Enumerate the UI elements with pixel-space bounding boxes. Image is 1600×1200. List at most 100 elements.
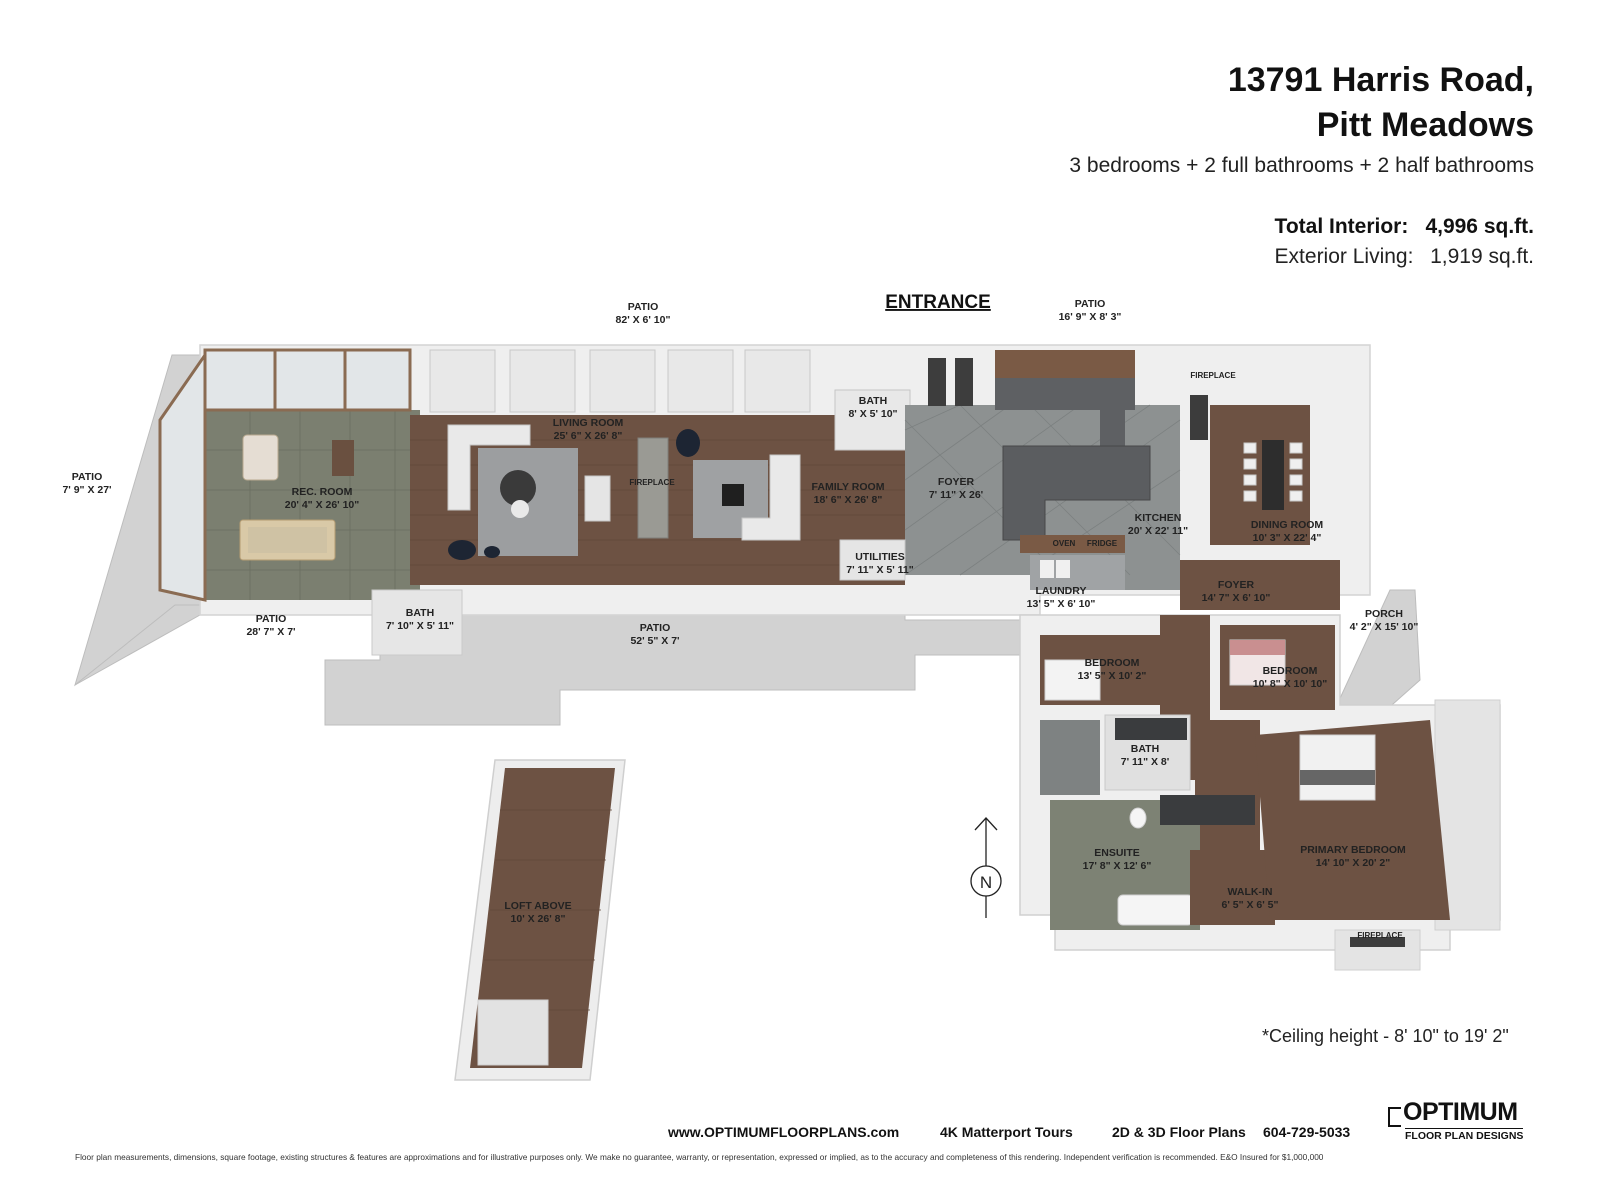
utilities-dim: 7' 11" X 5' 11" [846, 564, 914, 576]
compass-circle [970, 865, 1002, 897]
listing-header: 13791 Harris Road, Pitt Meadows 3 bedroo… [1069, 58, 1534, 178]
interior-value: 4,996 sq.ft. [1425, 215, 1534, 238]
walk-in-dim: 6' 5" X 6' 5" [1222, 899, 1279, 911]
loft-dim: 10' X 26' 8" [511, 913, 566, 925]
side-table [511, 500, 529, 518]
entry-door-left [928, 358, 946, 406]
kitchen-dim: 20' X 22' 11" [1128, 525, 1188, 537]
interior-row: Total Interior: 4,996 sq.ft. [1275, 212, 1534, 242]
lounge-chair [448, 540, 476, 560]
logo-tagline: FLOOR PLAN DESIGNS [1405, 1128, 1524, 1142]
loft-desk-area [477, 999, 549, 1066]
primary-bed [1299, 734, 1376, 801]
entrance-label: ENTRANCE [885, 292, 991, 313]
compass-arrow-icon [974, 817, 998, 831]
north-doors [429, 349, 811, 413]
interior-label: Total Interior: [1274, 215, 1409, 238]
foyer-east-name: FOYER [1218, 579, 1255, 591]
compass-n-label: N [980, 873, 992, 892]
fireplace-label-living: FIREPLACE [629, 478, 675, 487]
family-sectional-sofa [741, 454, 801, 541]
family-room-name: FAMILY ROOM [812, 481, 885, 493]
patio-sw-dim: 28' 7" X 7' [246, 626, 295, 638]
foosball-table [332, 440, 354, 476]
dining-room-name: DINING ROOM [1251, 519, 1324, 531]
dining-chairs [1243, 442, 1303, 502]
loft-floor [470, 768, 615, 1068]
bedroom-1-dim: 13' 5" X 10' 2" [1078, 670, 1147, 682]
bath-mid-vanity [1115, 718, 1187, 740]
bath-mid-dim: 7' 11" X 8' [1121, 756, 1170, 768]
living-room-name: LIVING ROOM [553, 417, 624, 429]
bedroom-2-blanket [1230, 640, 1285, 655]
porch-name: PORCH [1365, 608, 1403, 620]
coffee-table [500, 470, 536, 506]
hallway-floor [1160, 615, 1260, 920]
patio-sw-name: PATIO [256, 613, 287, 625]
room-labels: PATIO 82' X 6' 10" PATIO 16' 9" X 8' 3" … [62, 298, 1418, 925]
optimum-logo: OPTIMUM FLOOR PLAN DESIGNS [1387, 1098, 1527, 1142]
ottoman [484, 546, 500, 558]
bathtub [1117, 894, 1194, 926]
fixture-labels: FIREPLACE FIREPLACE FIREPLACE OVEN FRIDG… [629, 371, 1403, 940]
bath-north-room [834, 389, 911, 451]
side-counter [1100, 400, 1125, 450]
dining-table [1262, 440, 1284, 510]
oven-fridge-wall [1020, 535, 1125, 553]
primary-bed-throw [1300, 770, 1375, 785]
egg-chair [676, 429, 700, 457]
dining-room-dim: 10' 3" X 22' 4" [1253, 532, 1322, 544]
dryer [1056, 560, 1070, 578]
logo-name: OPTIMUM [1403, 1098, 1518, 1126]
patio-south-shape [74, 604, 1041, 726]
ceiling-note: *Ceiling height - 8' 10" to 19' 2" [1262, 1026, 1509, 1046]
oven-label: OVEN [1053, 539, 1076, 548]
fridge-label: FRIDGE [1087, 539, 1118, 548]
rec-room-tiles [205, 410, 420, 600]
compass: N [970, 817, 1002, 918]
living-sectional-sofa [447, 424, 531, 511]
bedroom-2-name: BEDROOM [1263, 665, 1318, 677]
patio-top-dim: 82' X 6' 10" [616, 314, 671, 326]
footer-website: www.OPTIMUMFLOORPLANS.com [668, 1124, 900, 1140]
bedroom-1-name: BEDROOM [1085, 657, 1140, 669]
living-armchair [584, 475, 611, 522]
family-coffee-table [722, 484, 744, 506]
patio-entry-dim: 16' 9" X 8' 3" [1059, 311, 1122, 323]
exterior-value: 1,919 sq.ft. [1430, 245, 1534, 268]
patio-top-name: PATIO [628, 301, 659, 313]
loft-name: LOFT ABOVE [504, 900, 571, 912]
exterior-row: Exterior Living: 1,919 sq.ft. [1275, 242, 1534, 272]
kitchen-island [1002, 445, 1151, 541]
fireplace-label-primary: FIREPLACE [1357, 931, 1403, 940]
patio-south-name: PATIO [640, 622, 671, 634]
bedroom-1-bed [1044, 659, 1101, 701]
footer-service-plans: 2D & 3D Floor Plans [1112, 1124, 1246, 1140]
patio-entry-name: PATIO [1075, 298, 1106, 310]
utilities-room [839, 539, 906, 581]
primary-fireplace [1334, 929, 1421, 971]
address-line-2: Pitt Meadows [1316, 106, 1534, 144]
upper-cabinets [995, 350, 1135, 380]
laundry-name: LAUNDRY [1036, 585, 1087, 597]
family-room-dim: 18' 6" X 26' 8" [814, 494, 883, 506]
exterior-label: Exterior Living: [1274, 245, 1414, 268]
shower-area [1040, 720, 1100, 795]
toilet [1129, 807, 1147, 829]
area-stats: Total Interior: 4,996 sq.ft. Exterior Li… [1275, 212, 1534, 272]
bedroom-2-dim: 10' 8" X 10' 10" [1253, 678, 1328, 690]
patio-west-name: PATIO [72, 471, 103, 483]
east-foyer-floor [1180, 560, 1340, 610]
ensuite-dim: 17' 8" X 12' 6" [1083, 860, 1152, 872]
bath-south-room [371, 589, 463, 656]
fireplace-column [637, 437, 669, 539]
bath-mid-name: BATH [1131, 743, 1159, 755]
footer-phone: 604-729-5033 [1263, 1124, 1351, 1140]
bath-south-dim: 7' 10" X 5' 11" [386, 620, 454, 632]
foyer-main-name: FOYER [938, 476, 975, 488]
patio-west-dim: 7' 9" X 27' [62, 484, 111, 496]
dining-fireplace [1190, 395, 1208, 440]
living-room-dim: 25' 6" X 26' 8" [554, 430, 623, 442]
bath-north-name: BATH [859, 395, 887, 407]
